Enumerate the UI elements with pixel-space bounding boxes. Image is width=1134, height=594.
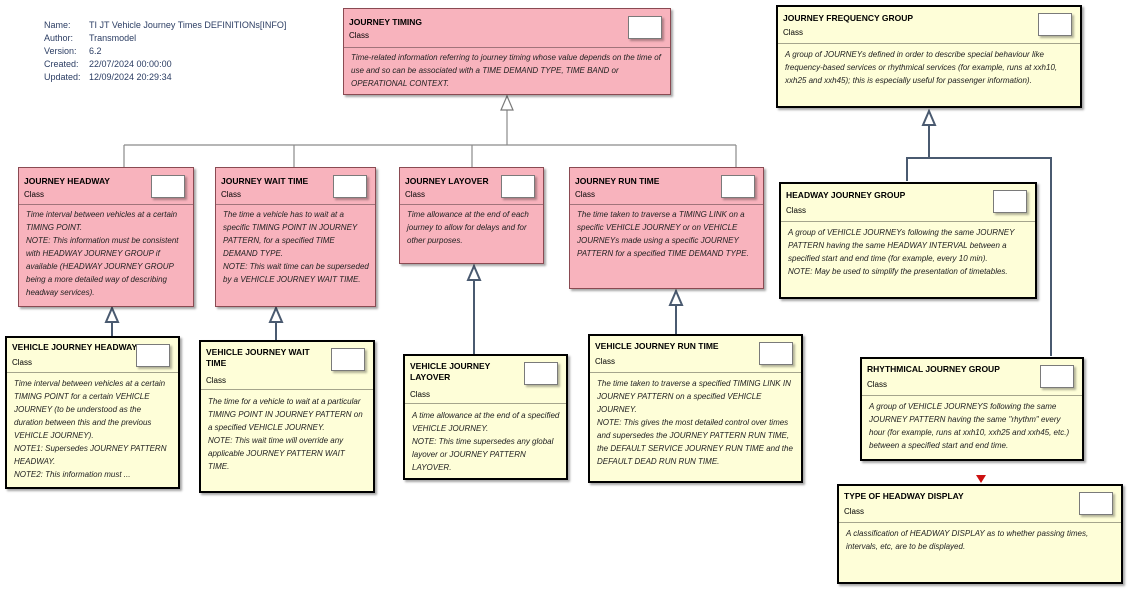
- divider: [781, 221, 1035, 222]
- class-title: VEHICLE JOURNEY WAIT TIME: [206, 347, 310, 368]
- meta-created-value: 22/07/2024 00:00:00: [89, 59, 172, 69]
- class-title: JOURNEY WAIT TIME: [221, 176, 309, 186]
- class-title: JOURNEY RUN TIME: [575, 176, 660, 186]
- class-box-vehicle-journey-run-time[interactable]: VEHICLE JOURNEY RUN TIME Class The time …: [588, 334, 803, 483]
- gen-arrow-frequency-group: [921, 108, 937, 126]
- divider: [862, 395, 1082, 396]
- divider: [19, 204, 193, 205]
- class-stereotype: Class: [12, 358, 33, 367]
- class-stereotype: Class: [786, 206, 807, 215]
- class-box-vehicle-journey-layover[interactable]: VEHICLE JOURNEY LAYOVER Class A time all…: [403, 354, 568, 480]
- class-description: A group of VEHICLE JOURNEYS following th…: [869, 402, 1070, 450]
- class-title: JOURNEY LAYOVER: [405, 176, 489, 186]
- class-stereotype: Class: [595, 357, 616, 366]
- class-box-rhythmical-journey-group[interactable]: RHYTHMICAL JOURNEY GROUP Class A group o…: [860, 357, 1084, 461]
- meta-version-value: 6.2: [89, 46, 102, 56]
- class-box-journey-frequency-group[interactable]: JOURNEY FREQUENCY GROUP Class A group of…: [776, 5, 1082, 108]
- class-icon: [759, 342, 793, 365]
- class-box-headway-journey-group[interactable]: HEADWAY JOURNEY GROUP Class A group of V…: [779, 182, 1037, 299]
- meta-created-key: Created:: [44, 59, 79, 69]
- gen-arrow-layover: [466, 263, 482, 281]
- class-icon: [628, 16, 662, 39]
- meta-author-value: Transmodel: [89, 33, 137, 43]
- class-box-vehicle-journey-headway[interactable]: VEHICLE JOURNEY HEADWAY Class Time inter…: [5, 336, 180, 489]
- class-description: A group of VEHICLE JOURNEYs following th…: [788, 228, 1015, 276]
- class-description: Time-related information referring to jo…: [351, 53, 661, 88]
- class-description: The time taken to traverse a specified T…: [597, 379, 793, 466]
- class-icon: [993, 190, 1027, 213]
- class-description: Time interval between vehicles at a cert…: [26, 210, 179, 297]
- divider: [7, 372, 178, 373]
- meta-updated-key: Updated:: [44, 72, 81, 82]
- gen-arrow-headway: [104, 305, 120, 323]
- class-box-journey-timing[interactable]: JOURNEY TIMING Class Time-related inform…: [343, 8, 671, 95]
- divider: [344, 47, 670, 48]
- class-icon: [331, 348, 365, 371]
- meta-version-key: Version:: [44, 46, 77, 56]
- class-icon: [333, 175, 367, 198]
- class-icon: [151, 175, 185, 198]
- class-stereotype: Class: [24, 190, 45, 199]
- meta-author-key: Author:: [44, 33, 74, 43]
- class-icon: [136, 344, 170, 367]
- class-title: HEADWAY JOURNEY GROUP: [786, 190, 906, 200]
- class-stereotype: Class: [575, 190, 596, 199]
- divider: [839, 522, 1121, 523]
- gen-arrow-runtime: [668, 288, 684, 306]
- class-title: VEHICLE JOURNEY LAYOVER: [410, 361, 491, 382]
- class-box-journey-run-time[interactable]: JOURNEY RUN TIME Class The time taken to…: [569, 167, 764, 289]
- divider: [201, 389, 373, 390]
- gen-arrow-journey-timing: [500, 94, 514, 111]
- class-description: The time taken to traverse a TIMING LINK…: [577, 210, 749, 258]
- class-box-journey-layover[interactable]: JOURNEY LAYOVER Class Time allowance at …: [399, 167, 544, 264]
- class-stereotype: Class: [405, 190, 426, 199]
- class-title: JOURNEY HEADWAY: [24, 176, 110, 186]
- class-stereotype: Class: [206, 376, 227, 385]
- class-title: TYPE OF HEADWAY DISPLAY: [844, 491, 964, 501]
- class-box-journey-headway[interactable]: JOURNEY HEADWAY Class Time interval betw…: [18, 167, 194, 307]
- divider: [778, 43, 1080, 44]
- diagram-metadata: Name: TI JT Vehicle Journey Times DEFINIT…: [44, 19, 286, 84]
- class-title: VEHICLE JOURNEY HEADWAY: [12, 342, 138, 352]
- class-title: JOURNEY FREQUENCY GROUP: [783, 13, 914, 23]
- meta-name-key: Name:: [44, 20, 71, 30]
- divider: [570, 204, 763, 205]
- class-stereotype: Class: [349, 31, 370, 40]
- class-icon: [1040, 365, 1074, 388]
- divider: [400, 204, 543, 205]
- divider: [405, 403, 566, 404]
- class-description: A group of JOURNEYs defined in order to …: [785, 50, 1058, 85]
- class-stereotype: Class: [783, 28, 804, 37]
- class-title: JOURNEY TIMING: [349, 17, 423, 27]
- class-title: VEHICLE JOURNEY RUN TIME: [595, 341, 719, 351]
- class-description: The time for a vehicle to wait at a part…: [208, 397, 363, 471]
- class-description: A classification of HEADWAY DISPLAY as t…: [846, 529, 1089, 551]
- meta-updated-value: 12/09/2024 20:29:34: [89, 72, 172, 82]
- class-description: A time allowance at the end of a specifi…: [412, 411, 560, 472]
- class-description: Time interval between vehicles at a cert…: [14, 379, 167, 479]
- class-title: RHYTHMICAL JOURNEY GROUP: [867, 364, 1000, 374]
- class-description: Time allowance at the end of each journe…: [407, 210, 529, 245]
- class-description: The time a vehicle has to wait at a spec…: [223, 210, 369, 284]
- class-stereotype: Class: [221, 190, 242, 199]
- red-triangle-marker-icon: [976, 475, 986, 483]
- class-box-journey-wait-time[interactable]: JOURNEY WAIT TIME Class The time a vehic…: [215, 167, 376, 307]
- class-icon: [1079, 492, 1113, 515]
- class-stereotype: Class: [867, 380, 888, 389]
- divider: [216, 204, 375, 205]
- meta-name-value: TI JT Vehicle Journey Times DEFINITIONs[…: [89, 20, 287, 30]
- class-icon: [721, 175, 755, 198]
- divider: [590, 372, 801, 373]
- class-stereotype: Class: [844, 507, 865, 516]
- class-icon: [1038, 13, 1072, 36]
- gen-arrow-wait: [268, 305, 284, 323]
- class-icon: [524, 362, 558, 385]
- class-box-vehicle-journey-wait-time[interactable]: VEHICLE JOURNEY WAIT TIME Class The time…: [199, 340, 375, 493]
- class-icon: [501, 175, 535, 198]
- class-box-type-of-headway-display[interactable]: TYPE OF HEADWAY DISPLAY Class A classifi…: [837, 484, 1123, 584]
- gen-line-frequency-group: [906, 125, 930, 181]
- class-stereotype: Class: [410, 390, 431, 399]
